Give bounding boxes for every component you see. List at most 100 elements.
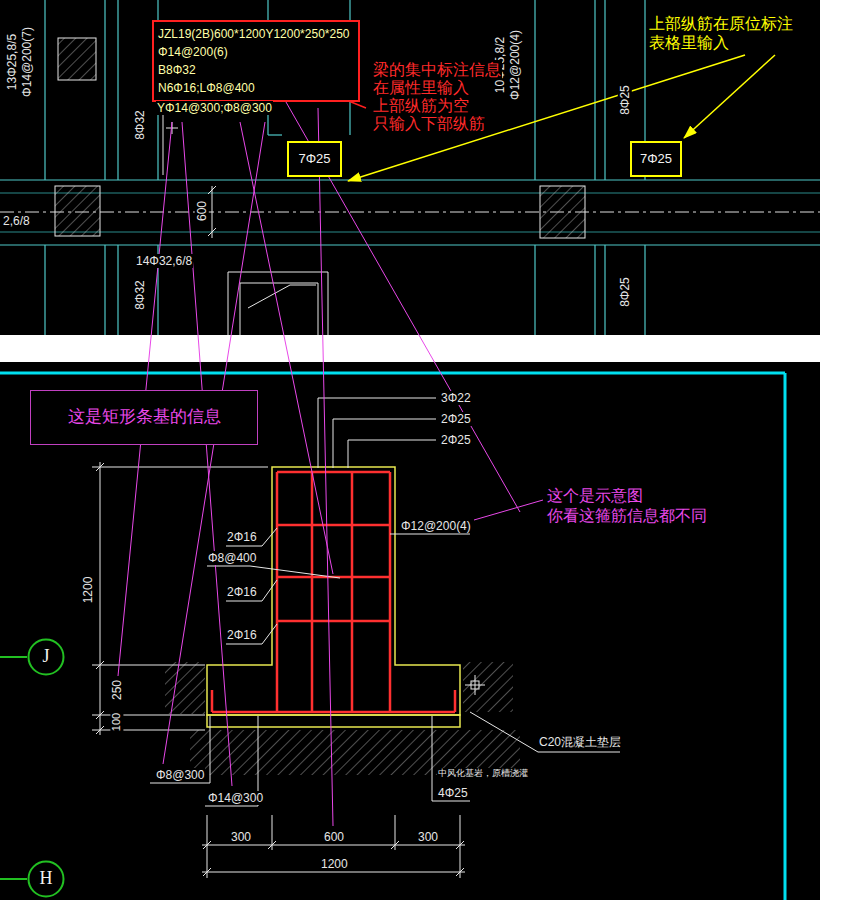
beam-outline: [0, 0, 820, 335]
rebar: [212, 711, 455, 714]
top-rebar-box: 7Φ25: [630, 141, 682, 177]
rebar-callout: 2Φ16: [226, 628, 258, 642]
column-section: [55, 186, 100, 236]
leader-line: [475, 675, 476, 695]
cad-lines: [248, 285, 316, 308]
foundation-outline: [207, 467, 460, 715]
beam-outline: [594, 0, 595, 180]
cad-lines: [163, 100, 328, 335]
beam-outline: [0, 244, 820, 245]
box-text: N6Φ16;LΦ8@400: [158, 79, 255, 97]
box-text: JZL19(2B)600*1200Y1200*250*250: [158, 25, 350, 43]
dimension-line: [202, 872, 465, 873]
beam-outline: [594, 245, 595, 335]
rebar-callout: 14Φ32,6/8: [135, 254, 193, 268]
rebar-callout: 2Φ25: [440, 412, 472, 426]
cad-lines: [228, 272, 328, 335]
frame-border: [0, 372, 785, 375]
leader-line: [226, 624, 277, 644]
dimension-line: [96, 463, 104, 471]
top-rebar-box: 7Φ25: [287, 141, 342, 177]
cad-lines: [240, 283, 318, 335]
dimension-line: [391, 841, 399, 849]
axis-bubble: J: [27, 638, 65, 676]
dimension-line: [96, 726, 104, 734]
box-text: 这是矩形条基的信息: [68, 407, 221, 427]
material-note: C20混凝土垫层: [538, 735, 622, 749]
beam-outline: [104, 0, 105, 180]
callout-arrow: [684, 55, 775, 138]
rebar-callout: 2Φ25: [440, 433, 472, 447]
beam-outline: [0, 231, 820, 232]
rebar: [211, 690, 214, 712]
dimension-line: [92, 715, 205, 716]
dimension-text: 1200: [320, 857, 349, 871]
leader-line: [150, 716, 210, 783]
leader-line: [318, 398, 436, 399]
rebar: [311, 472, 314, 712]
beam-outline: [604, 0, 605, 180]
leader-line: [471, 681, 479, 689]
dimension-text: 300: [417, 830, 439, 844]
dimension-line: [92, 730, 205, 731]
pointer-line: [262, 60, 520, 512]
dimension-line: [96, 711, 104, 719]
axis-line: [0, 656, 27, 658]
leader-line: [390, 534, 470, 535]
dimension-line: [92, 665, 205, 666]
soil-hatch: [463, 662, 513, 712]
dimension-line: [268, 841, 276, 849]
beam-spec-line: YΦ14@300;Φ8@300: [156, 101, 273, 115]
rebar-callout: Φ8@300: [155, 768, 205, 782]
leader-line: [333, 419, 436, 420]
dimension-line: [202, 845, 465, 846]
foundation-outline: [207, 715, 460, 727]
beam-outline: [0, 179, 820, 180]
callout-arrow: [348, 55, 745, 181]
beam-outline: [534, 0, 535, 180]
dimension-text: 250: [110, 679, 124, 701]
beam-outline: [44, 245, 45, 335]
leader-line: [348, 440, 349, 468]
rebar-callout: 4Φ25: [437, 786, 469, 800]
rebar-callout: 3Φ22: [440, 391, 472, 405]
pointer-line: [474, 500, 543, 520]
note-text: 你看这箍筋信息都不同: [546, 506, 708, 525]
bubble-circle: [29, 862, 64, 897]
rebar-callout: 13Φ25,8/5: [5, 33, 19, 91]
soil-hatch: [165, 662, 520, 775]
dimension-text: 1200: [81, 576, 95, 605]
dimension-text: 300: [230, 830, 252, 844]
rebar-callout: 2Φ16: [226, 530, 258, 544]
rebar-callout: Φ14@300: [207, 791, 264, 805]
rebar-callout: 8Φ32: [133, 109, 147, 141]
beam-outline: [117, 245, 118, 335]
rebar-callout: 2Φ16: [226, 585, 258, 599]
rebar: [277, 524, 390, 527]
dimension-text: 600: [323, 830, 345, 844]
leader-line: [432, 716, 470, 801]
note-box: 这是矩形条基的信息: [30, 390, 258, 445]
note-text: 上部纵筋为空: [372, 96, 470, 115]
rebar: [277, 620, 390, 623]
pointer-line: [182, 122, 232, 786]
beam-outline: [0, 192, 820, 193]
leader-line: [333, 419, 334, 468]
pointer-line: [240, 122, 333, 574]
dimension-line: [96, 661, 104, 669]
rebar: [212, 472, 455, 712]
soil-hatch: [165, 662, 205, 714]
axis-label: J: [42, 647, 49, 667]
cad-lines: [208, 228, 216, 236]
note-text: 梁的集中标注信息: [372, 60, 502, 79]
axis-line: [0, 878, 27, 880]
foundation-outline: [207, 467, 460, 727]
beam-outline: [604, 245, 605, 335]
note-text: 只输入下部纵筋: [372, 114, 486, 133]
dimension-text: 600: [195, 200, 209, 222]
leader-line: [226, 528, 277, 546]
beam-spec-box: JZL19(2B)600*1200Y1200*250*250Φ14@200(6)…: [152, 20, 360, 102]
box-text: Φ14@200(6): [158, 43, 228, 61]
